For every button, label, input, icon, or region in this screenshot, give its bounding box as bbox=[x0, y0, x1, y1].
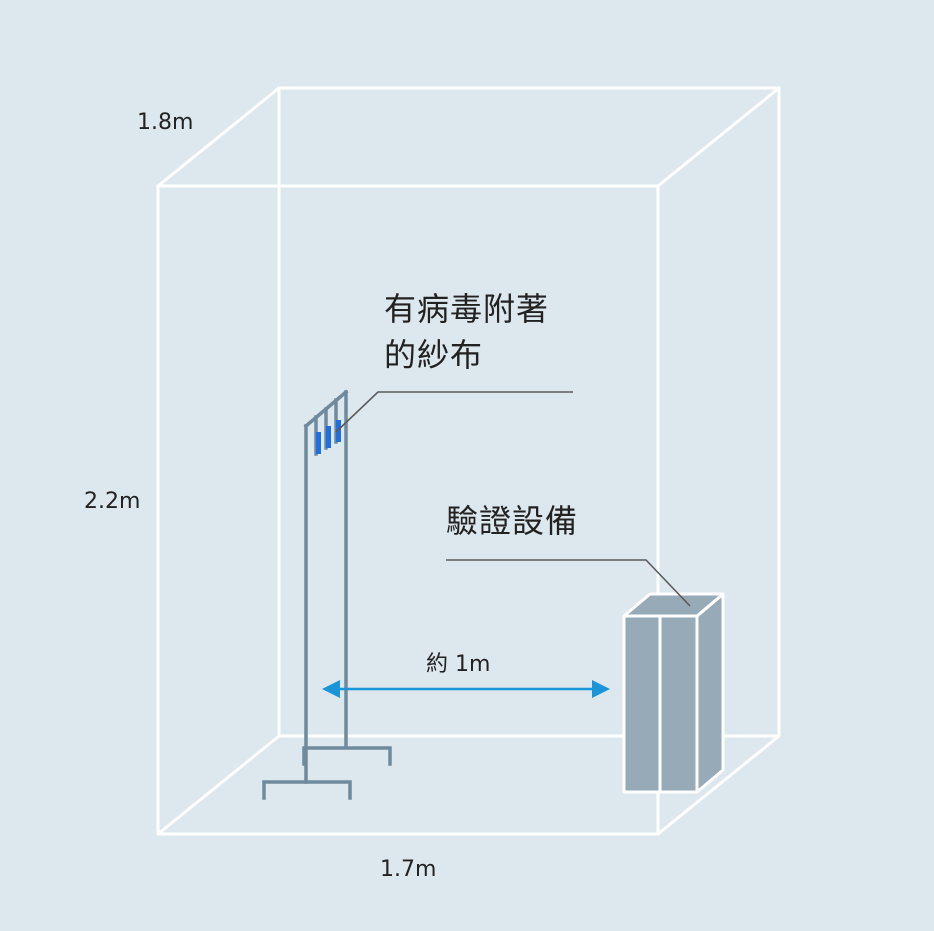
gauze-leader-line bbox=[335, 391, 573, 433]
width-label: 1.7m bbox=[380, 857, 437, 882]
gauze-label-line-1: 有病毒附著 bbox=[384, 290, 550, 328]
room-edge-top-left bbox=[157, 86, 280, 188]
stand-base-front bbox=[262, 780, 352, 800]
room-edge-top-right bbox=[657, 86, 780, 188]
distance-arrowhead-right bbox=[592, 680, 610, 698]
room-edge-bottom-right bbox=[657, 734, 780, 836]
room-front-face bbox=[156, 184, 660, 836]
room-back-face bbox=[277, 86, 781, 738]
gauze-pieces bbox=[316, 420, 341, 454]
distance-label: 約 1m bbox=[426, 652, 491, 677]
stand-base-back bbox=[302, 746, 392, 766]
room-box bbox=[156, 86, 781, 836]
gauze-callout: 有病毒附著 的紗布 bbox=[384, 286, 549, 378]
depth-label: 1.8m bbox=[137, 110, 194, 135]
room-edge-bottom-left bbox=[157, 734, 280, 836]
gauze-piece-1 bbox=[316, 432, 321, 454]
gauze-label-line-2: 的紗布 bbox=[384, 336, 484, 374]
gauze-piece-3 bbox=[336, 420, 341, 442]
height-label: 2.2m bbox=[84, 489, 141, 514]
leader-lines bbox=[335, 391, 691, 607]
device-side bbox=[695, 592, 725, 794]
device-callout: 驗證設備 bbox=[446, 502, 579, 540]
validation-device bbox=[622, 592, 725, 794]
distance-arrow bbox=[322, 680, 610, 698]
device-top bbox=[622, 592, 725, 618]
device-leader-line bbox=[446, 559, 691, 607]
distance-arrowhead-left bbox=[322, 680, 340, 698]
gauze-piece-2 bbox=[326, 426, 331, 448]
